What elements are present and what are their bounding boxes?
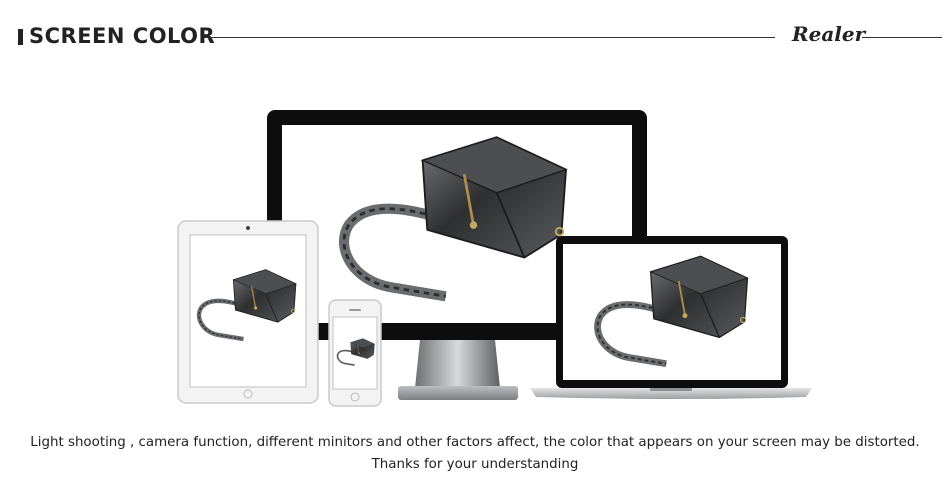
thanks-text: Thanks for your understanding [371,457,579,472]
title-accent-bar [18,29,23,45]
desktop-monitor [267,110,647,400]
header-divider-right [862,37,942,38]
laptop-device [530,236,812,399]
disclaimer-text: Light shooting , camera function, differ… [30,435,920,450]
devices-illustration [177,110,812,407]
section-title: SCREEN COLOR [29,24,216,48]
tablet-device [177,220,319,404]
brand-logo: Realer [792,22,866,46]
phone-device [328,299,382,407]
header-divider-left [204,37,775,38]
